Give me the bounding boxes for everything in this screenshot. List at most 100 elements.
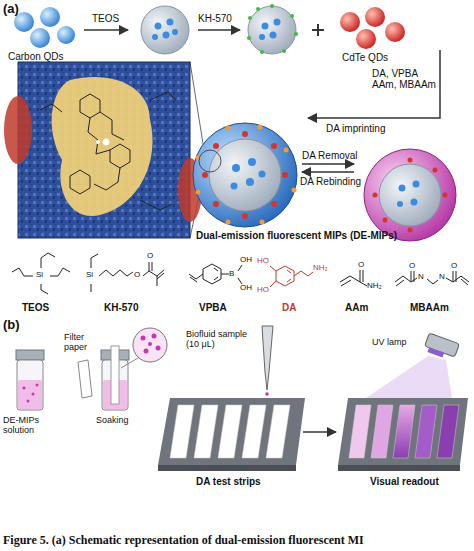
template-removed-particle-part-part [383,218,388,223]
chemical-structures-part [340,270,367,286]
template-removed-particle-part-part [443,193,448,198]
step-label: DA Rebinding [300,176,361,187]
reagent-label: DA, VPBA AAm, MBAAm [372,68,436,90]
chemical-structures-part [270,266,313,287]
reagent-label: KH-570 [198,13,232,24]
vial-part-part [23,387,26,390]
cdte-qds-part [365,7,385,27]
soaking-vial-part-part [156,346,161,351]
modified-particle-part [282,49,286,53]
template-removed-particle-part [364,149,456,241]
item-label: Soaking [96,416,129,426]
figure-caption: Figure 5. (a) Schematic representation o… [3,533,364,548]
chemical-structures-part [91,254,98,268]
step-label: DA Removal [302,150,358,161]
reaction-arrow-part [84,29,128,31]
silica-coated-particle-part [167,19,174,26]
de-mips-particle-part [199,150,221,172]
de-mips-particle [193,123,297,227]
chemical-structures-part [50,268,70,276]
step-label: DA imprinting [326,123,385,134]
readout-tray [338,398,468,471]
readout-tray-part-part [393,405,415,458]
vial [16,350,44,410]
soaking-vial-part [141,334,161,354]
vial-part [23,384,39,403]
vial-part-part [27,400,30,403]
item-label: Biofluid sample (10 μL) [186,330,258,350]
template-removed-particle-part [399,185,406,192]
test-strip-tray-part-part [266,405,290,458]
filter-paper [78,360,92,398]
soaking-vial-part-part [144,349,149,354]
de-mips-particle-part-part [242,213,248,219]
modified-particle-part [294,32,298,36]
zoom-inset-part [40,92,176,210]
atom-label: Si [36,271,43,280]
uv-lamp [366,333,459,398]
soaking-vial-part [111,346,119,404]
silica-coated-particle-part [172,29,178,35]
carbon-qds-part [30,28,50,48]
chemical-structures-part [91,284,92,292]
atom-label: NH₂ [367,282,382,291]
readout-tray-part [349,405,459,458]
soaking-vial-part-part [141,336,146,341]
chemical-structures-part [221,274,229,275]
modified-particle-part [247,36,251,40]
de-mips-particle-part-part [271,201,277,207]
zoom-inset-part-part [70,170,90,194]
atom-label: O [147,252,153,261]
readout-tray-part [338,398,468,465]
product-label: Dual-emission fluorescent MIPs (DE-MIPs) [196,230,397,241]
test-strip-tray-part [170,405,290,458]
de-mips-particle-part-part [284,148,289,153]
pipette-part [265,392,269,396]
soaking-vial [101,328,167,410]
silica-coated-particle [141,6,189,54]
test-strip-tray-part-part [218,405,242,458]
vial-part-part [32,393,35,396]
atom-label: N [418,273,424,282]
atom-label: B [229,270,234,279]
compound-name: MBAAm [410,302,449,313]
zoom-inset-part [52,77,153,216]
modified-particle-part [262,23,269,30]
removal-arrows-part [302,171,354,173]
cdte-qds-part [356,29,376,49]
readout-tray-part-part [437,405,459,458]
modified-particle-part [270,4,274,8]
chemical-structures-part [203,264,221,284]
removal-arrows-part [302,163,354,165]
particle-label: Carbon QDs [8,51,64,62]
cdte-qds [340,7,405,49]
de-mips-particle-part-part [292,188,297,193]
chemical-structures-part-part [294,271,313,276]
zoom-inset-part-part [96,150,110,154]
chemical-structures-part [427,279,438,284]
item-label: Visual readout [370,476,439,487]
template-removed-particle-part-part [408,228,413,233]
compound-name: DA [282,302,296,313]
silica-coated-particle-part [152,34,158,40]
compound-name: KH-570 [104,302,138,313]
chemical-structures-part [41,284,48,294]
carbon-qds-part [57,26,75,44]
test-strip-tray-part-part [170,405,194,458]
soaking-vial-part [133,328,167,362]
atom-label: HO [257,286,269,295]
modified-particle-part [270,32,277,39]
chemical-structures-part [411,271,414,282]
de-mips-particle-part-part [226,126,231,131]
carbon-qds-part [40,7,60,27]
compound-name: TEOS [22,302,49,313]
template-removed-particle-part-part [408,158,413,163]
modified-particle-part [248,16,252,20]
template-removed-particle [364,149,456,241]
test-strip-tray-part [158,398,305,465]
panel-letter: (a) [3,2,19,16]
template-removed-particle-part-part [373,193,378,198]
chemical-structures-part [446,276,469,285]
chemical-structures-part [238,265,242,284]
modified-particle-part [274,19,281,26]
